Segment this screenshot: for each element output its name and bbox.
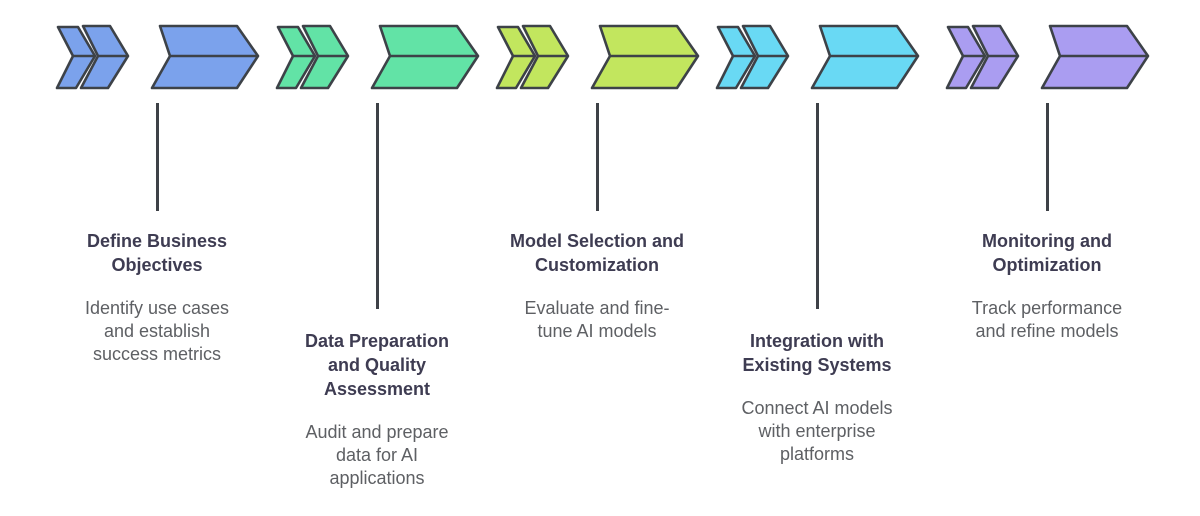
step-text: Integration with Existing Systems Connec…: [707, 329, 927, 466]
step-description: Evaluate and fine- tune AI models: [524, 298, 670, 341]
step-title: Monitoring and Optimization: [982, 231, 1112, 275]
connector-line: [596, 103, 599, 211]
step-column-4: Integration with Existing Systems Connec…: [707, 0, 927, 516]
step-text: Model Selection and Customization Evalua…: [487, 229, 707, 343]
step-text: Data Preparation and Quality Assessment …: [267, 329, 487, 490]
triple-chevron-right-icon: [275, 24, 480, 90]
step-column-2: Data Preparation and Quality Assessment …: [267, 0, 487, 516]
triple-chevron-right-icon: [495, 24, 700, 90]
connector-line: [376, 103, 379, 309]
step-title: Model Selection and Customization: [509, 231, 685, 275]
step-column-3: Model Selection and Customization Evalua…: [487, 0, 707, 516]
connector-line: [156, 103, 159, 211]
triple-chevron-right-icon: [715, 24, 920, 90]
step-column-1: Define Business Objectives Identify use …: [47, 0, 267, 516]
step-text: Monitoring and Optimization Track perfor…: [937, 229, 1157, 343]
step-description: Connect AI models with enterprise platfo…: [741, 398, 893, 464]
step-description: Identify use cases and establish success…: [84, 298, 230, 364]
step-title: Define Business Objectives: [86, 231, 228, 275]
step-column-5: Monitoring and Optimization Track perfor…: [937, 0, 1157, 516]
step-text: Define Business Objectives Identify use …: [47, 229, 267, 366]
connector-line: [1046, 103, 1049, 211]
connector-line: [816, 103, 819, 309]
step-title: Data Preparation and Quality Assessment: [304, 331, 450, 399]
step-title: Integration with Existing Systems: [742, 331, 892, 375]
triple-chevron-right-icon: [55, 24, 260, 90]
step-description: Track performance and refine models: [971, 298, 1123, 341]
step-description: Audit and prepare data for AI applicatio…: [305, 422, 449, 488]
triple-chevron-right-icon: [945, 24, 1150, 90]
